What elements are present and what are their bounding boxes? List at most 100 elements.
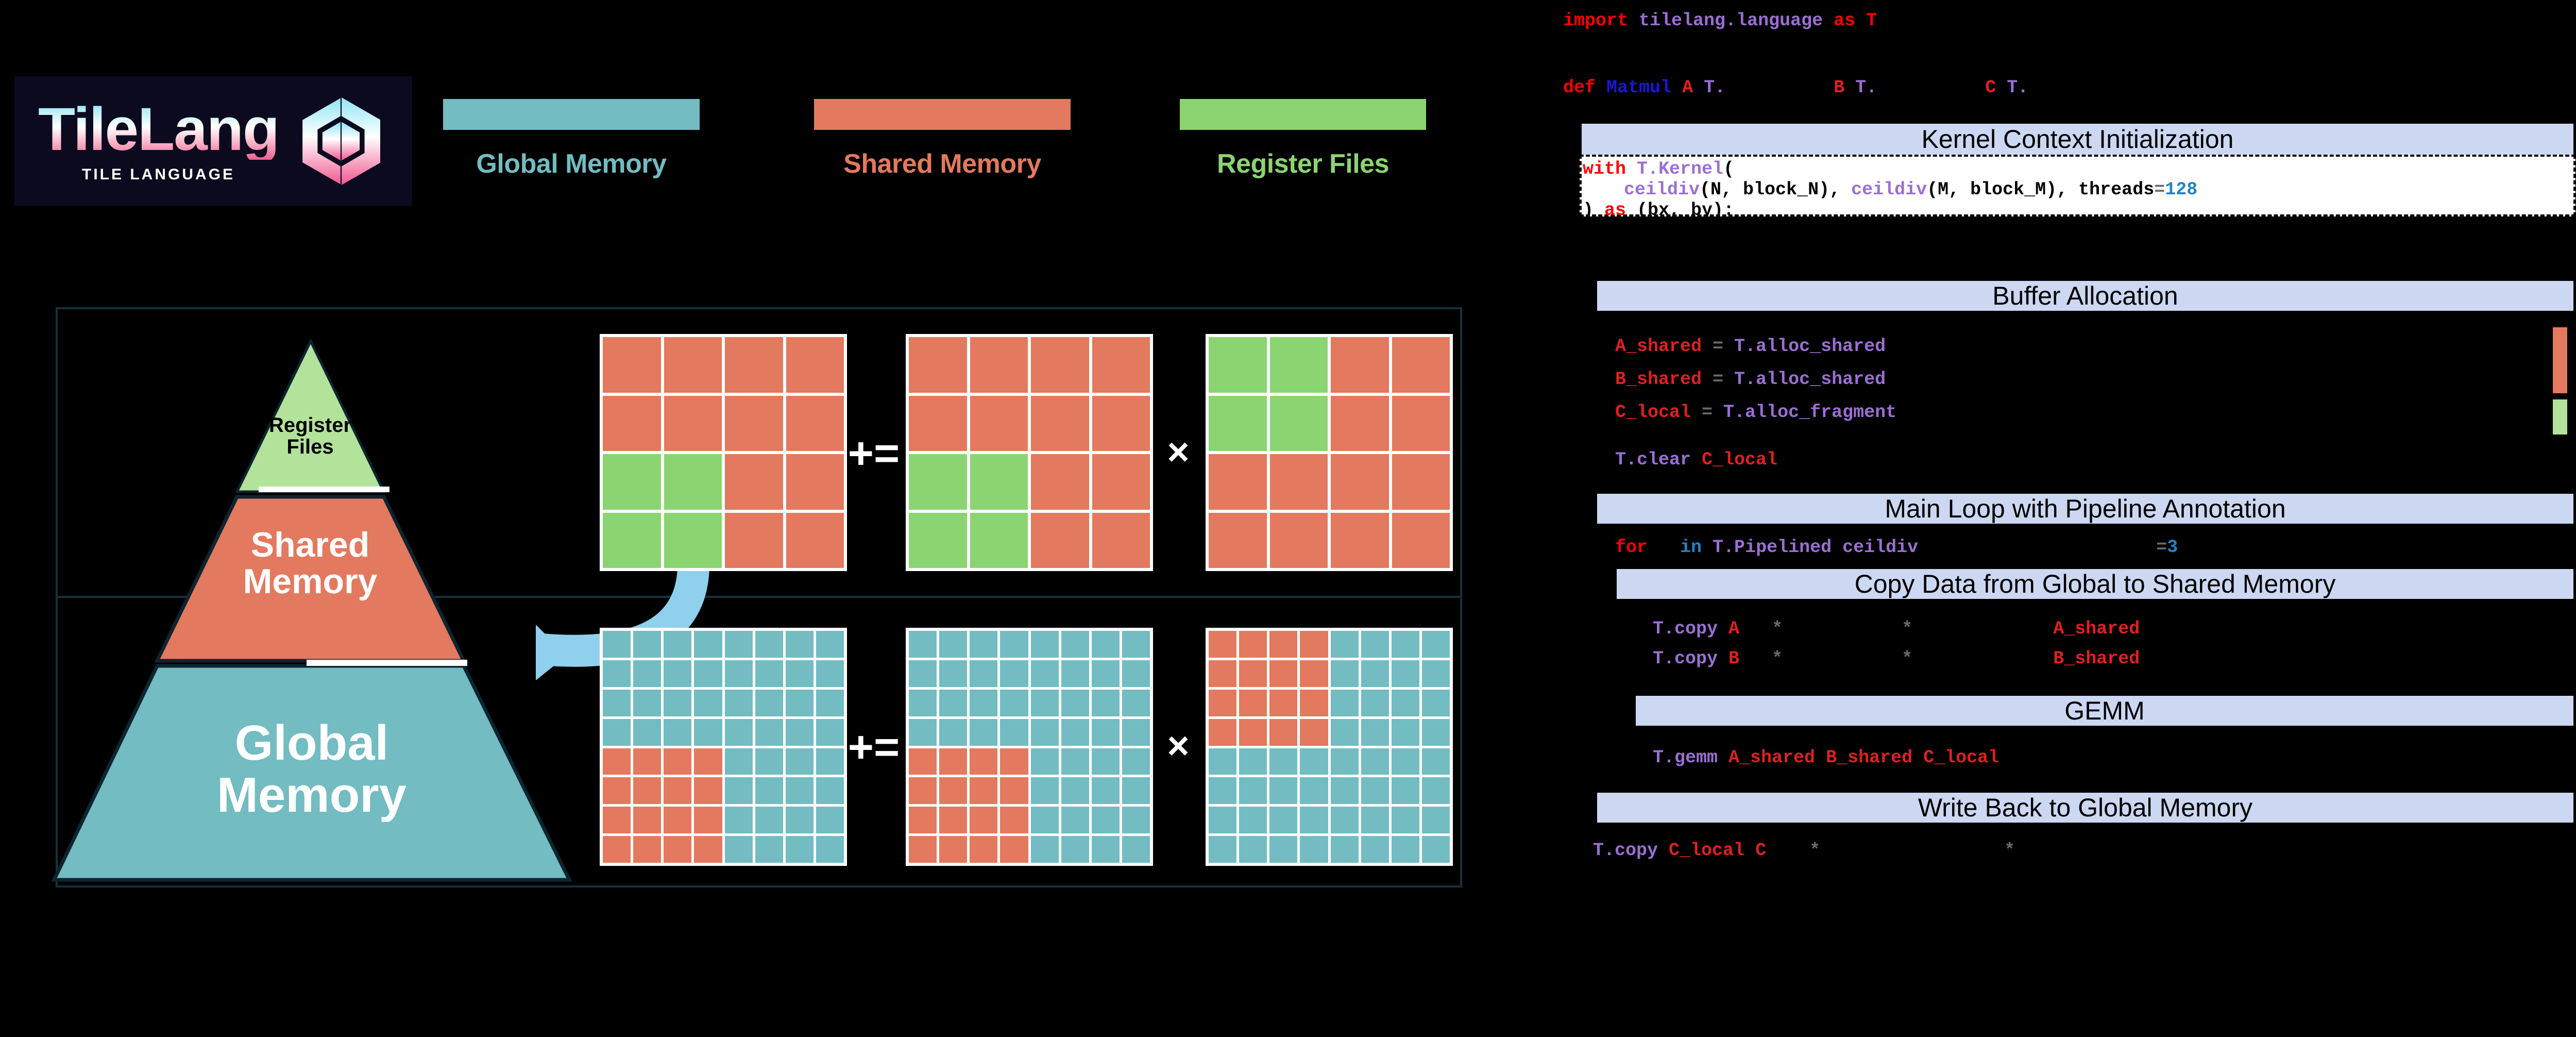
grid-cell xyxy=(603,337,661,393)
grid-cell xyxy=(1030,631,1059,658)
tilelang-logo-card: TileLang TILE LANGUAGE xyxy=(14,76,412,206)
legend-label-register-files: Register Files xyxy=(1216,149,1389,179)
grid-cell xyxy=(694,807,722,834)
grid-cell xyxy=(1330,718,1359,746)
grid-cell xyxy=(664,777,692,805)
grid-cell xyxy=(1209,748,1237,775)
grid-cell xyxy=(633,777,662,805)
grid-cell xyxy=(603,454,661,510)
grid-cell xyxy=(633,660,662,687)
grid-cell xyxy=(1209,337,1267,393)
grid-cell xyxy=(1300,718,1328,746)
code-line-def: def Matmul A T. B T. C T. xyxy=(1563,77,2029,98)
c-local-accumulator-grid xyxy=(600,334,847,571)
grid-cell xyxy=(970,512,1028,568)
grid-cell xyxy=(1331,512,1389,568)
grid-cell xyxy=(970,777,998,805)
operator-plus-equals-row1: += xyxy=(848,428,900,478)
grid-cell xyxy=(816,777,844,805)
grid-cell xyxy=(725,454,783,510)
grid-cell xyxy=(1209,395,1267,451)
grid-cell xyxy=(1391,718,1419,746)
grid-cell xyxy=(633,718,662,746)
a-global-grid xyxy=(906,628,1153,866)
grid-cell xyxy=(970,454,1028,510)
code-line-a-shared-alloc: A_shared = T.alloc_shared xyxy=(1615,336,1886,357)
operator-multiply-row2: × xyxy=(1167,724,1190,767)
grid-cell xyxy=(664,337,722,393)
grid-cell xyxy=(1239,718,1267,746)
grid-cell xyxy=(1330,631,1359,658)
grid-cell xyxy=(1091,689,1120,716)
grid-cell xyxy=(1091,718,1120,746)
code-line-with-kernel: with T.Kernel( xyxy=(1583,159,1735,179)
grid-cell xyxy=(1209,660,1237,687)
grid-cell xyxy=(1061,807,1089,834)
grid-cell xyxy=(1421,689,1450,716)
grid-cell xyxy=(1092,454,1150,510)
code-line-t-clear: T.clear C_local xyxy=(1615,449,1778,470)
grid-cell xyxy=(1000,836,1028,863)
grid-cell xyxy=(1300,689,1328,716)
code-line-gemm: T.gemm A_shared B_shared C_local xyxy=(1653,747,1999,768)
grid-cell xyxy=(1269,718,1298,746)
grid-cell xyxy=(633,748,662,775)
grid-cell xyxy=(1122,836,1150,863)
grid-cell xyxy=(1061,718,1089,746)
grid-cell xyxy=(1030,718,1059,746)
grid-cell xyxy=(694,748,722,775)
grid-cell xyxy=(633,807,662,834)
grid-cell xyxy=(1300,777,1328,805)
grid-cell xyxy=(1031,337,1089,393)
grid-cell xyxy=(909,631,937,658)
grid-cell xyxy=(664,395,722,451)
grid-cell xyxy=(1331,395,1389,451)
grid-cell xyxy=(724,777,753,805)
grid-cell xyxy=(1030,660,1059,687)
grid-cell xyxy=(1330,689,1359,716)
grid-cell xyxy=(1239,777,1267,805)
code-line-write-back-copy: T.copy C_local C * * xyxy=(1593,840,2015,861)
grid-cell xyxy=(939,689,968,716)
grid-cell xyxy=(755,631,783,658)
grid-cell xyxy=(1331,337,1389,393)
grid-cell xyxy=(664,748,692,775)
grid-cell xyxy=(664,631,692,658)
grid-cell xyxy=(603,748,631,775)
grid-cell xyxy=(725,337,783,393)
grid-cell xyxy=(785,718,814,746)
grid-cell xyxy=(724,836,753,863)
code-line-b-shared-alloc: B_shared = T.alloc_shared xyxy=(1615,369,1886,390)
grid-cell xyxy=(785,836,814,863)
grid-cell xyxy=(1361,718,1389,746)
grid-cell xyxy=(1269,689,1298,716)
legend-label-shared-memory: Shared Memory xyxy=(843,149,1041,179)
code-line-c-local-alloc: C_local = T.alloc_fragment xyxy=(1615,402,1897,423)
grid-cell xyxy=(1000,748,1028,775)
legend-item-shared-memory: Shared Memory xyxy=(814,99,1071,179)
grid-cell xyxy=(1330,836,1359,863)
legend-swatch-register-files xyxy=(1180,99,1426,130)
section-banner-kernel-context-initialization: Kernel Context Initialization xyxy=(1582,124,2573,155)
grid-cell xyxy=(1122,777,1150,805)
grid-cell xyxy=(1330,748,1359,775)
grid-cell xyxy=(786,395,844,451)
grid-cell xyxy=(1269,454,1328,510)
grid-cell xyxy=(1331,454,1389,510)
grid-cell xyxy=(755,660,783,687)
tilelang-code-panel: import tilelang.language as T def Matmul… xyxy=(1525,0,2576,1037)
grid-cell xyxy=(1269,512,1328,568)
grid-cell xyxy=(1030,836,1059,863)
grid-cell xyxy=(909,660,937,687)
grid-cell xyxy=(694,689,722,716)
grid-cell xyxy=(603,718,631,746)
grid-cell xyxy=(970,395,1028,451)
grid-cell xyxy=(694,777,722,805)
grid-cell xyxy=(1092,395,1150,451)
register-files-swatch xyxy=(2553,399,2567,434)
grid-cell xyxy=(816,836,844,863)
grid-cell xyxy=(1239,689,1267,716)
grid-cell xyxy=(1091,660,1120,687)
grid-cell xyxy=(1000,631,1028,658)
